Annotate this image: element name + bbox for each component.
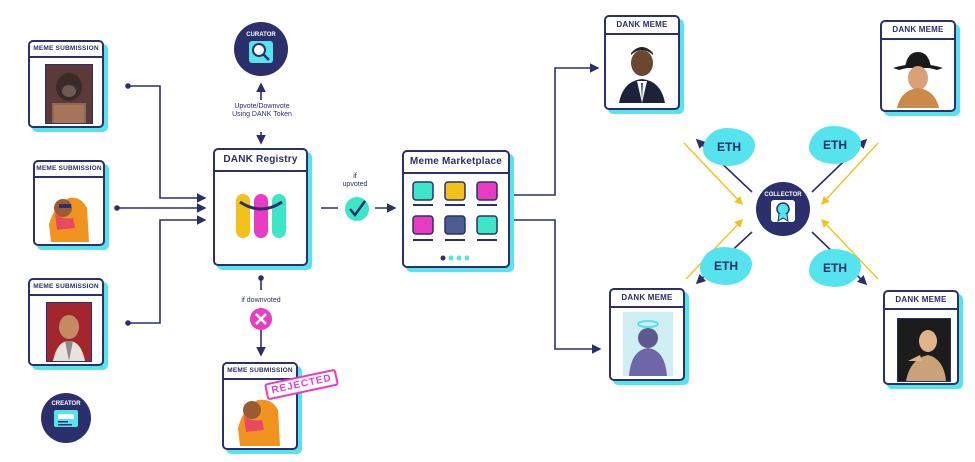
meme-submission-card-1[interactable]: MEME SUBMISSION <box>28 40 104 128</box>
meme-marketplace-card[interactable]: Meme Marketplace <box>402 150 510 268</box>
bald-man-meme-image <box>46 302 92 362</box>
magnifier-icon <box>249 41 273 63</box>
collector-bubble: COLLECTOR <box>756 182 810 236</box>
card-title: MEME SUBMISSION <box>30 42 102 58</box>
downvote-condition-text: if downvoted <box>241 297 281 304</box>
marketplace-grid <box>412 181 498 261</box>
eth-token-bottom-left: ETH <box>700 247 752 285</box>
dank-meme-card-1[interactable]: DANK MEME <box>604 15 680 110</box>
id-card-icon <box>54 410 78 427</box>
rejected-submission-card[interactable]: MEME SUBMISSION <box>222 362 298 450</box>
creator-bubble: CREATOR <box>41 393 91 443</box>
man-in-suit-image <box>615 41 669 103</box>
registry-title: DANK Registry <box>215 150 306 172</box>
card-title: DANK MEME <box>885 292 957 310</box>
reject-x-icon <box>250 308 272 330</box>
creator-label: CREATOR <box>51 401 81 407</box>
collector-label: COLLECTOR <box>764 192 802 198</box>
eth-token-bottom-right: ETH <box>809 249 861 287</box>
card-title: MEME SUBMISSION <box>30 280 102 296</box>
card-title: DANK MEME <box>611 290 683 308</box>
dank-registry-card[interactable]: DANK Registry <box>213 148 308 266</box>
marketplace-title: Meme Marketplace <box>404 152 508 174</box>
cowboy-image <box>891 46 945 108</box>
card-title: MEME SUBMISSION <box>35 162 103 178</box>
drake-meme-image <box>234 384 284 446</box>
gorilla-halo-image <box>623 312 673 376</box>
dank-meme-card-2[interactable]: DANK MEME <box>880 20 956 112</box>
award-icon <box>771 200 795 222</box>
dank-logo-icon <box>236 194 286 238</box>
meme-submission-card-2[interactable]: MEME SUBMISSION <box>33 160 105 246</box>
checkmark-icon <box>345 197 369 221</box>
meme-submission-card-3[interactable]: MEME SUBMISSION <box>28 278 104 366</box>
dank-meme-card-3[interactable]: DANK MEME <box>609 288 685 381</box>
card-title: DANK MEME <box>606 17 678 35</box>
vote-instruction-text: Upvote/Downvote Using DANK Token <box>232 103 292 118</box>
curator-bubble: CURATOR <box>234 22 288 76</box>
card-title: MEME SUBMISSION <box>224 364 296 380</box>
drake-meme-image <box>45 184 93 242</box>
upvote-condition-text: if upvoted <box>342 173 368 188</box>
eth-token-top-right: ETH <box>809 126 861 164</box>
card-title: DANK MEME <box>882 22 954 40</box>
curator-label: CURATOR <box>246 32 276 38</box>
eth-token-top-left: ETH <box>703 128 755 166</box>
bald-villain-image <box>897 318 951 382</box>
dank-meme-card-4[interactable]: DANK MEME <box>883 290 959 385</box>
gorilla-meme-image <box>45 64 93 124</box>
